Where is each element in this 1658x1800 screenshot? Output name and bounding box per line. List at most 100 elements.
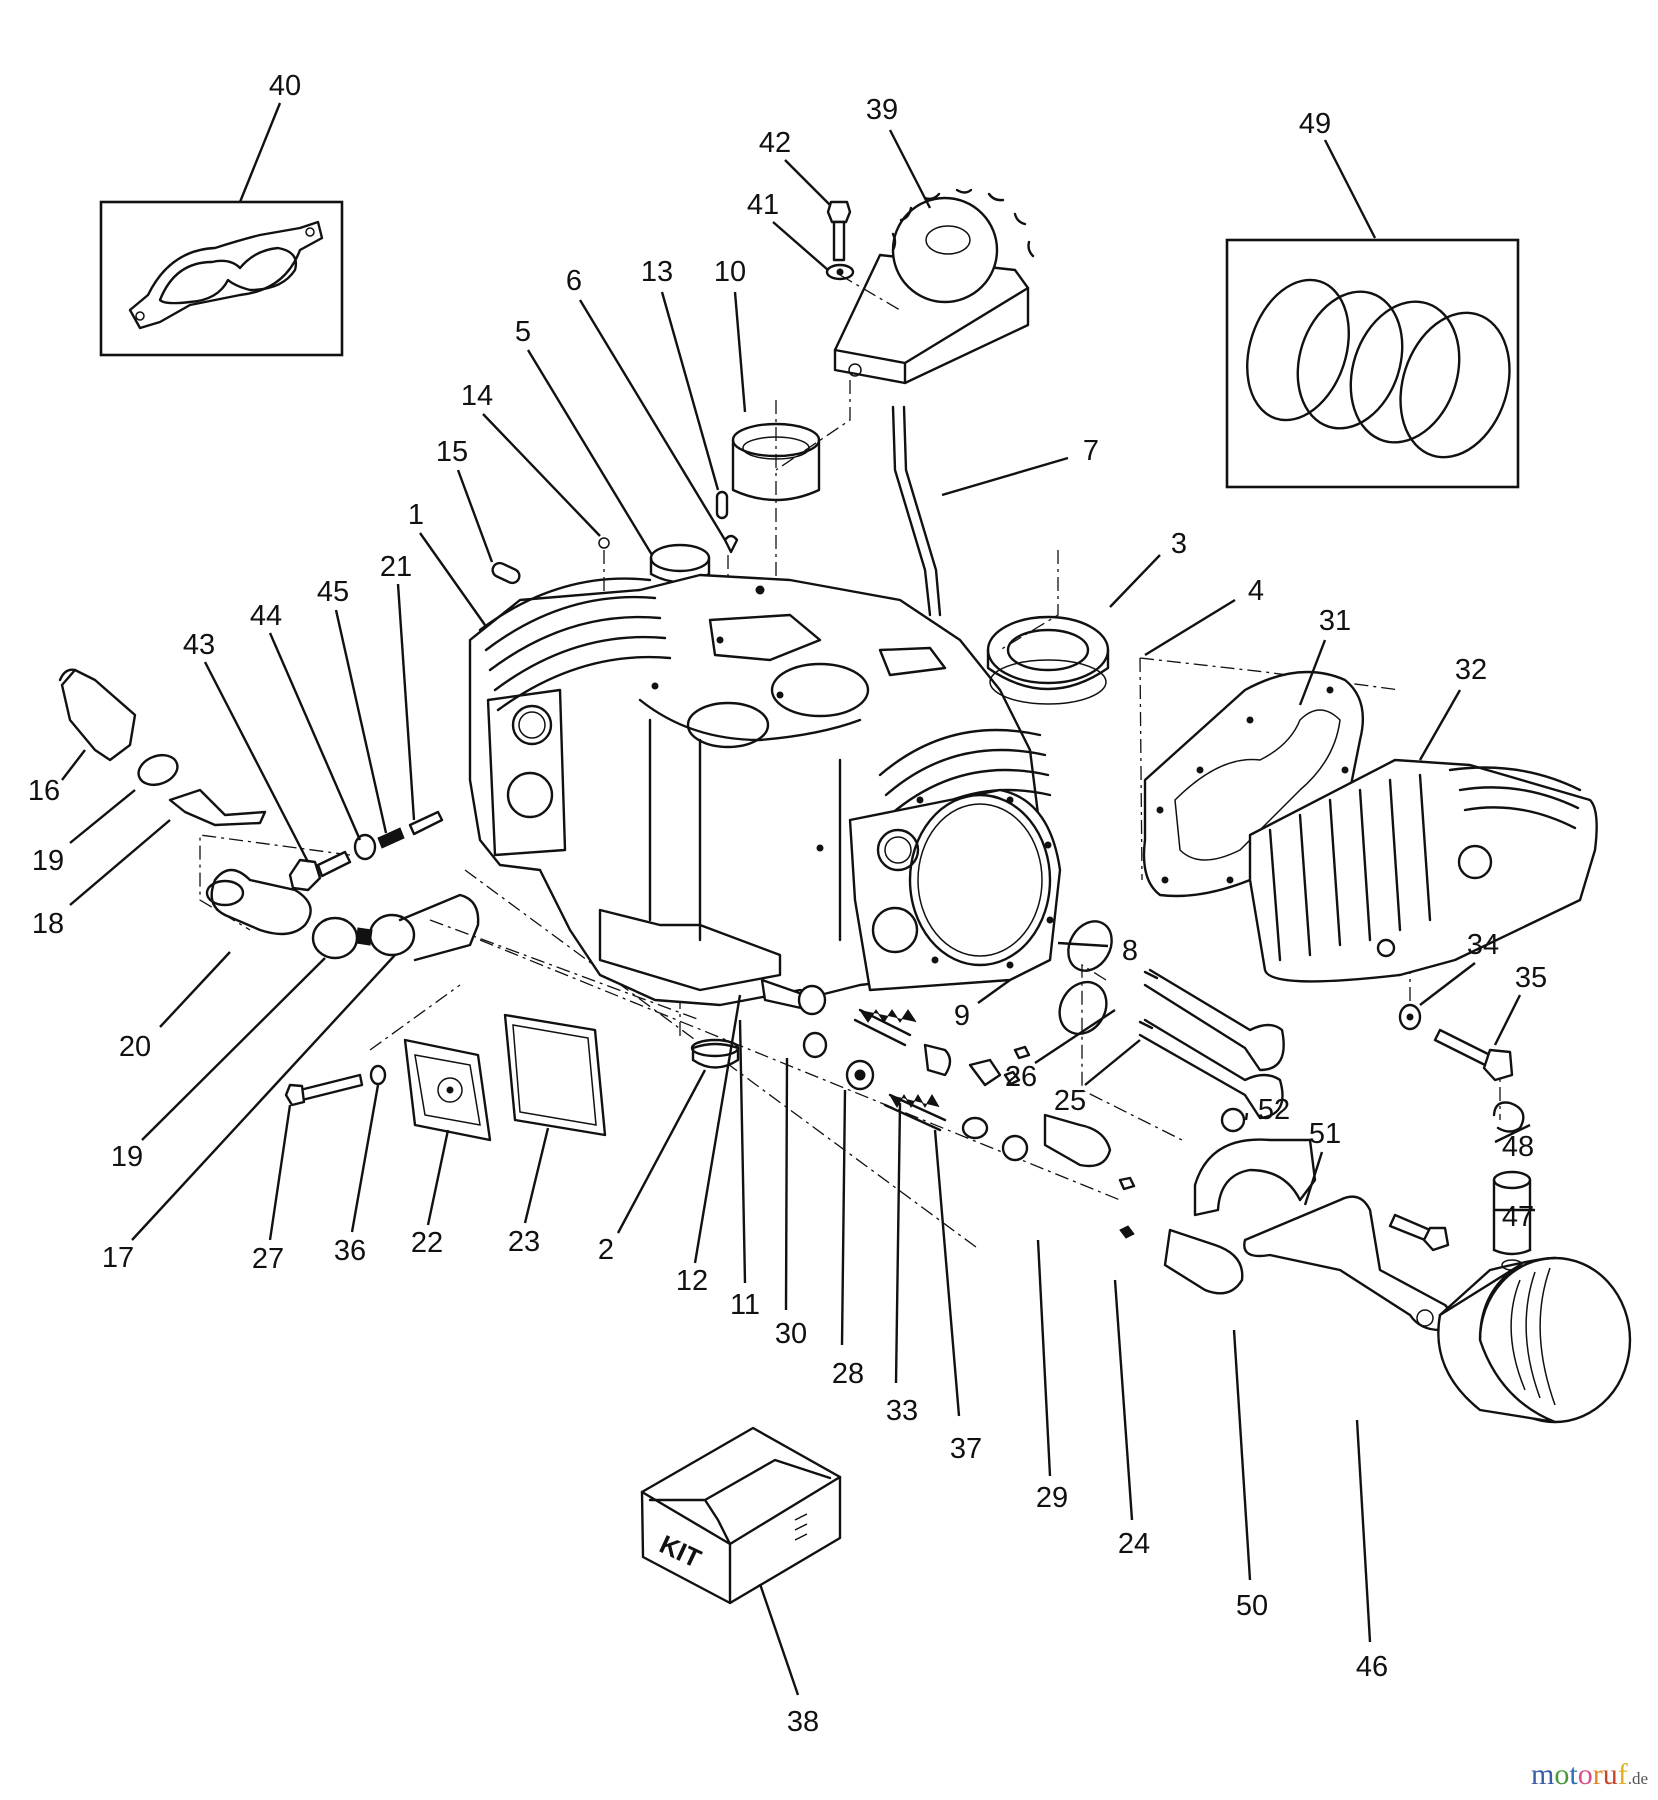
leader-line-7 [941,456,1069,497]
leader-line-32 [1418,689,1462,761]
leader-line-6 [578,299,727,541]
oil-filter-group [58,668,480,962]
leader-line-4 [1144,598,1236,657]
callout-label-25[interactable]: 25 [1054,1085,1086,1117]
leader-line-24 [1113,1279,1134,1521]
leader-line-38 [758,1583,800,1696]
callout-label-13[interactable]: 13 [641,256,673,288]
leader-line-9 [977,979,1011,1004]
callout-label-50[interactable]: 50 [1236,1590,1268,1622]
callout-label-12[interactable]: 12 [676,1265,708,1297]
leader-line-13 [660,291,720,491]
leader-line-26 [1034,1008,1116,1065]
callout-label-30[interactable]: 30 [775,1318,807,1350]
leader-line-29 [1036,1239,1052,1477]
callout-label-26[interactable]: 26 [1005,1061,1037,1093]
leader-line-20 [159,951,231,1028]
watermark-letter: u [1602,1758,1618,1791]
callout-label-15[interactable]: 15 [436,436,468,468]
callout-label-5[interactable]: 5 [515,316,531,348]
callout-label-6[interactable]: 6 [566,265,582,297]
leader-line-44 [268,632,362,841]
leader-line-10 [733,291,747,413]
callout-label-32[interactable]: 32 [1455,654,1487,686]
oil-tube [891,405,942,617]
callout-label-27[interactable]: 27 [252,1243,284,1275]
callout-label-39[interactable]: 39 [866,94,898,126]
leader-line-8 [1057,941,1109,948]
watermark-letter: t [1569,1758,1578,1791]
callout-label-8[interactable]: 8 [1122,935,1138,967]
callout-label-4[interactable]: 4 [1248,575,1264,607]
watermark-tld: .de [1627,1769,1648,1788]
callout-label-34[interactable]: 34 [1467,929,1499,961]
callout-label-40[interactable]: 40 [269,70,301,102]
callout-label-43[interactable]: 43 [183,629,215,661]
leader-line-35 [1493,994,1522,1046]
callout-label-14[interactable]: 14 [461,380,493,412]
oil-pump-assembly [825,188,1035,385]
callout-label-46[interactable]: 46 [1356,1651,1388,1683]
callout-label-24[interactable]: 24 [1118,1528,1150,1560]
nut-52 [1220,1107,1246,1133]
callout-label-11[interactable]: 11 [730,1289,760,1321]
head-bolt [1398,1003,1514,1082]
small-upper-parts [491,422,821,585]
leader-line-42 [784,159,831,206]
callout-label-3[interactable]: 3 [1171,528,1187,560]
watermark-letter: m [1531,1758,1555,1791]
callout-label-9[interactable]: 9 [954,1000,970,1032]
callout-label-7[interactable]: 7 [1083,435,1099,467]
callout-label-21[interactable]: 21 [380,551,412,583]
watermark-logo: motoruf.de [1531,1758,1648,1792]
connecting-rod-50 [1193,1138,1453,1332]
callout-label-37[interactable]: 37 [950,1433,982,1465]
callout-label-51[interactable]: 51 [1309,1118,1341,1150]
callout-label-19[interactable]: 19 [32,845,64,877]
callout-label-17[interactable]: 17 [102,1242,134,1274]
callout-label-35[interactable]: 35 [1515,962,1547,994]
callout-label-44[interactable]: 44 [250,600,282,632]
callout-label-41[interactable]: 41 [747,189,779,221]
callout-label-47[interactable]: 47 [1502,1201,1534,1233]
valve-seats [1058,920,1113,1036]
leader-line-43 [203,661,310,863]
leader-line-14 [482,413,601,537]
watermark-letter: f [1617,1758,1628,1791]
callout-label-31[interactable]: 31 [1319,605,1351,637]
callout-label-33[interactable]: 33 [886,1395,918,1427]
leader-line-22 [426,1129,450,1226]
callout-label-1[interactable]: 1 [408,499,424,531]
callout-label-52[interactable]: 52 [1258,1094,1290,1126]
callout-label-48[interactable]: 48 [1502,1131,1534,1163]
valves [1138,968,1285,1120]
callout-label-36[interactable]: 36 [334,1235,366,1267]
callout-label-2[interactable]: 2 [598,1234,614,1266]
leader-line-33 [894,1102,902,1384]
leader-line-45 [334,609,388,834]
callout-label-20[interactable]: 20 [119,1031,151,1063]
callout-label-42[interactable]: 42 [759,127,791,159]
leader-line-17 [131,954,396,1241]
callout-label-19[interactable]: 19 [111,1141,143,1173]
callout-label-29[interactable]: 29 [1036,1482,1068,1514]
callout-label-28[interactable]: 28 [832,1358,864,1390]
leader-line-37 [933,1129,961,1417]
leader-line-50 [1232,1329,1252,1581]
leader-line-52 [1244,1112,1249,1121]
callout-label-38[interactable]: 38 [787,1706,819,1738]
callout-label-49[interactable]: 49 [1299,108,1331,140]
callout-label-23[interactable]: 23 [508,1226,540,1258]
leader-line-48 [1494,1123,1531,1144]
watermark-letter: o [1554,1758,1570,1791]
callout-label-22[interactable]: 22 [411,1227,443,1259]
leader-line-1 [419,532,486,626]
callout-label-10[interactable]: 10 [714,256,746,288]
watermark-letter: o [1577,1758,1593,1791]
leader-lines [61,102,1535,1696]
callout-label-18[interactable]: 18 [32,908,64,940]
leader-line-51 [1303,1151,1324,1206]
cylinder-head-32 [1248,758,1598,983]
callout-label-45[interactable]: 45 [317,576,349,608]
callout-label-16[interactable]: 16 [28,775,60,807]
